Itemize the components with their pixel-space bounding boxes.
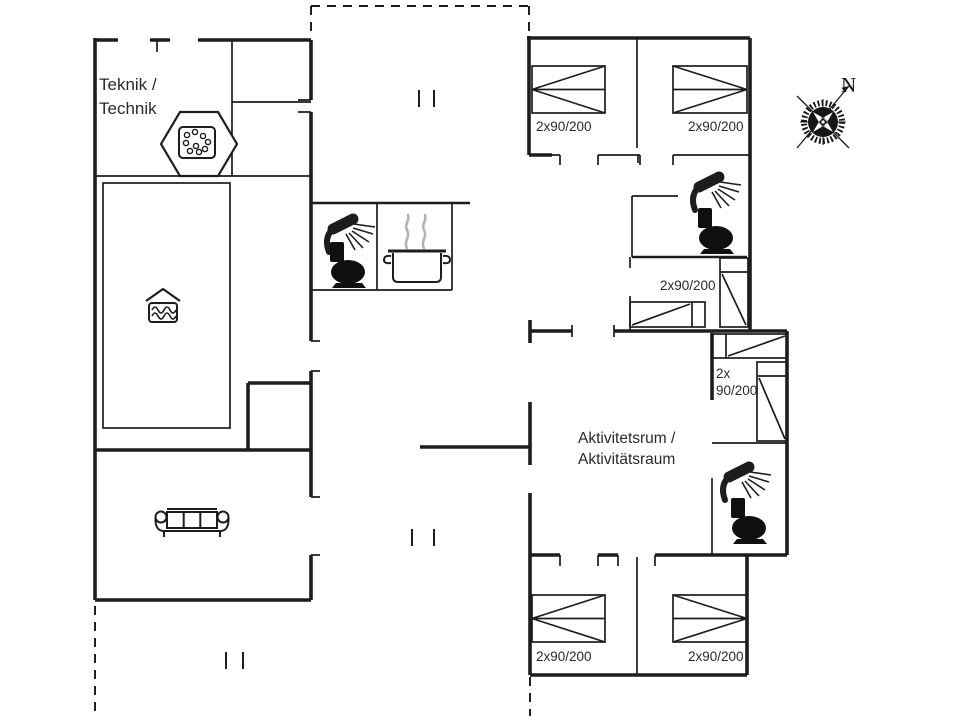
room-label-teknik-line2: Technik (99, 99, 157, 118)
pool-basin (102, 182, 231, 429)
indoor-pool-icon (145, 287, 181, 323)
double-bed-icon (672, 594, 748, 643)
bed-label-middle: 2x90/200 (660, 278, 716, 293)
double-bed-icon (531, 594, 606, 643)
bed-label-small-line1: 2x (716, 366, 731, 381)
cooking-pot-icon (382, 213, 452, 283)
double-bed-icon (672, 65, 748, 114)
bed-label-top-right: 2x90/200 (688, 119, 744, 134)
door-opening-mark (411, 529, 435, 546)
double-bed-icon (531, 65, 606, 114)
room-label-activity-line2: Aktivitätsraum (578, 451, 675, 468)
sofa-icon (154, 508, 230, 537)
door-opening-mark (418, 90, 435, 107)
inner-walls (95, 38, 787, 675)
north-label: N (841, 73, 856, 97)
bed-label-bottom-left: 2x90/200 (536, 649, 592, 664)
outer-walls (93, 36, 789, 677)
single-bed-icon (629, 301, 706, 328)
room-label-teknik-line1: Teknik / (99, 75, 157, 94)
single-bed-icon (711, 333, 788, 359)
single-bed-icon (756, 361, 788, 442)
door-opening-mark (225, 652, 244, 669)
door-opening-marks (225, 90, 435, 669)
spa-tub-icon (159, 110, 239, 178)
shower-icon (723, 467, 771, 500)
room-label-activity-line1: Aktivitetsrum / (578, 430, 676, 447)
toilet-icon (731, 498, 767, 544)
toilet-icon (330, 242, 366, 288)
bed-label-top-left: 2x90/200 (536, 119, 592, 134)
compass-rose-icon: N (796, 73, 856, 149)
single-bed-icon (719, 257, 749, 328)
shower-icon (693, 177, 741, 210)
toilet-icon (698, 208, 734, 254)
bed-label-bottom-right: 2x90/200 (688, 649, 744, 664)
bed-label-small-line2: 90/200 (716, 383, 757, 398)
